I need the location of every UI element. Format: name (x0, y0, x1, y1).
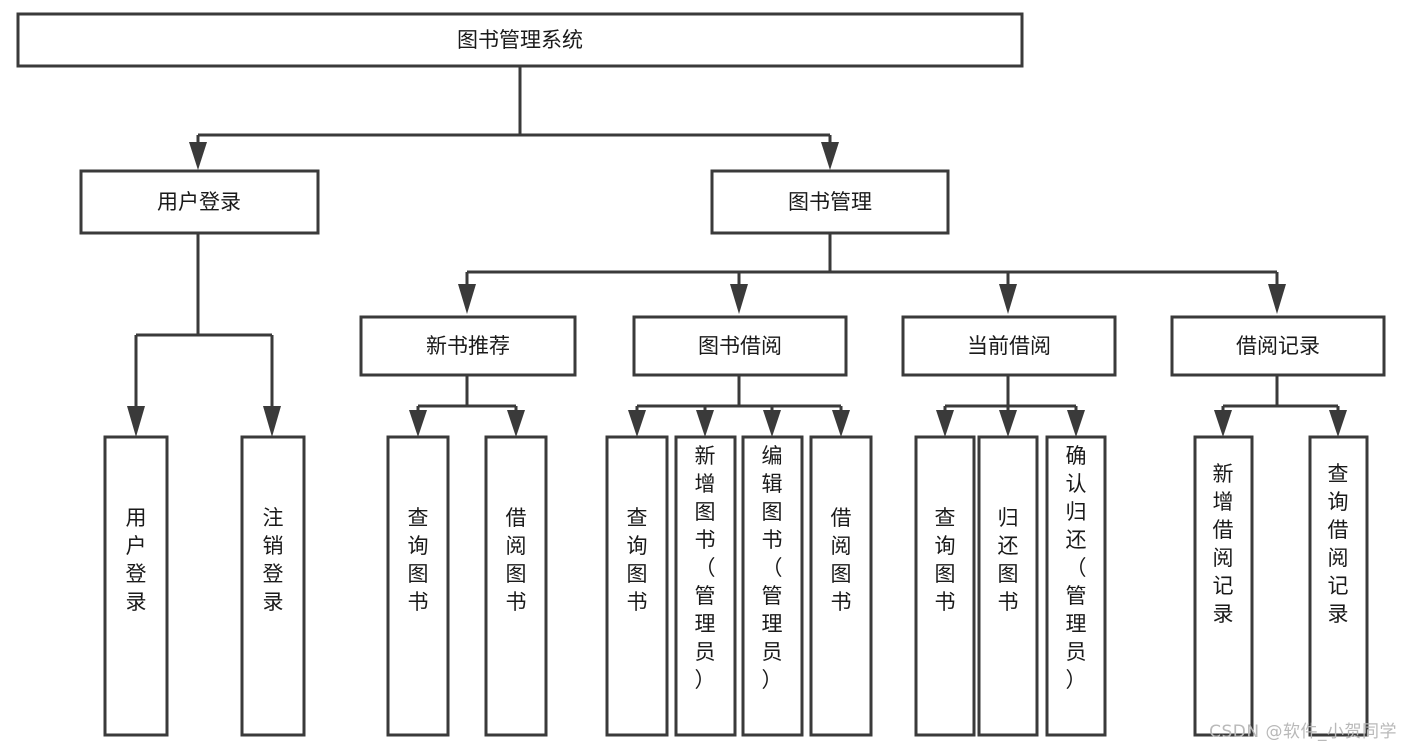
node-leaf-10[interactable]: 归还图书 (977, 435, 1039, 737)
node-leaf-3-label: 查询图书 (408, 506, 429, 614)
node-root-label: 图书管理系统 (457, 28, 583, 52)
node-root-box[interactable] (16, 12, 1024, 68)
node-leaf-12-box[interactable] (1193, 435, 1254, 737)
node-current[interactable]: 当前借阅 (901, 315, 1117, 377)
node-leaf-8-label: 借阅图书 (831, 506, 852, 614)
node-leaf-2-box[interactable] (240, 435, 306, 737)
connectors-layer (127, 67, 1347, 437)
node-leaf-6-box[interactable] (674, 435, 737, 737)
arrow-head-icon-leaf6 (696, 410, 714, 437)
node-leaf-5-label: 查询图书 (627, 506, 648, 614)
node-leaf-4-label: 借阅图书 (506, 506, 527, 614)
node-leaf-4[interactable]: 借阅图书 (484, 435, 548, 737)
node-leaf-13[interactable]: 查询借阅记录 (1308, 435, 1369, 737)
node-leaf-5-box[interactable] (605, 435, 669, 737)
node-leaf-5[interactable]: 查询图书 (605, 435, 669, 737)
node-record[interactable]: 借阅记录 (1170, 315, 1386, 377)
node-leaf-8[interactable]: 借阅图书 (809, 435, 873, 737)
node-leaf-10-label: 归还图书 (998, 506, 1019, 614)
node-leaf-13-label: 查询借阅记录 (1328, 462, 1349, 626)
node-borrow-box[interactable] (632, 315, 848, 377)
node-leaf-9-box[interactable] (914, 435, 976, 737)
node-root[interactable]: 图书管理系统 (16, 12, 1024, 68)
node-leaf-12-label: 新增借阅记录 (1213, 462, 1234, 626)
arrow-head-icon-record (1268, 284, 1286, 314)
node-leaf-2-label: 注销登录 (263, 506, 284, 614)
node-leaf-6-label: 新增图书（管理员） (695, 444, 716, 692)
node-leaf-12[interactable]: 新增借阅记录 (1193, 435, 1254, 737)
node-bookmgmt[interactable]: 图书管理 (710, 169, 950, 235)
node-leaf-13-box[interactable] (1308, 435, 1369, 737)
arrow-head-icon-current (999, 284, 1017, 314)
node-leaf-7[interactable]: 编辑图书（管理员） (741, 435, 804, 737)
node-current-box[interactable] (901, 315, 1117, 377)
node-leaf-3-box[interactable] (386, 435, 450, 737)
node-newbook-label: 新书推荐 (426, 334, 510, 358)
node-leaf-11-box[interactable] (1045, 435, 1107, 737)
arrow-head-icon-leaf12 (1214, 410, 1232, 437)
node-newbook[interactable]: 新书推荐 (359, 315, 577, 377)
node-leaf-9-label: 查询图书 (935, 506, 956, 614)
node-leaf-7-label: 编辑图书（管理员） (762, 444, 783, 692)
node-borrow-label: 图书借阅 (698, 334, 782, 358)
node-leaf-1-label: 用户登录 (126, 506, 147, 614)
node-leaf-9[interactable]: 查询图书 (914, 435, 976, 737)
node-newbook-box[interactable] (359, 315, 577, 377)
node-borrow[interactable]: 图书借阅 (632, 315, 848, 377)
node-leaf-11[interactable]: 确认归还（管理员） (1045, 435, 1107, 737)
node-leaf-1[interactable]: 用户登录 (103, 435, 169, 737)
arrow-head-icon-leaf13 (1329, 410, 1347, 437)
arrow-head-icon-leaf5 (628, 410, 646, 437)
node-login-box[interactable] (79, 169, 320, 235)
node-leaf-10-box[interactable] (977, 435, 1039, 737)
node-login-label: 用户登录 (157, 190, 241, 214)
arrow-head-icon-newbook (458, 284, 476, 314)
arrow-head-icon-bookmgmt (821, 142, 839, 170)
node-login[interactable]: 用户登录 (79, 169, 320, 235)
arrow-head-icon-leaf10 (999, 410, 1017, 437)
arrow-head-icon-borrow (730, 284, 748, 314)
node-leaf-4-box[interactable] (484, 435, 548, 737)
node-record-label: 借阅记录 (1236, 334, 1320, 358)
arrow-head-icon-leaf3 (409, 410, 427, 437)
arrow-head-icon-leaf4 (507, 410, 525, 437)
node-leaf-11-label: 确认归还（管理员） (1066, 444, 1087, 692)
arrow-head-icon-login (189, 142, 207, 170)
node-leaf-7-box[interactable] (741, 435, 804, 737)
node-current-label: 当前借阅 (967, 334, 1051, 358)
node-leaf-1-box[interactable] (103, 435, 169, 737)
node-bookmgmt-box[interactable] (710, 169, 950, 235)
arrow-head-icon-leaf8 (832, 410, 850, 437)
node-record-box[interactable] (1170, 315, 1386, 377)
node-bookmgmt-label: 图书管理 (788, 190, 872, 214)
node-leaf-6[interactable]: 新增图书（管理员） (674, 435, 737, 737)
arrow-head-icon-leaf1 (127, 406, 145, 437)
arrow-head-icon-leaf7 (763, 410, 781, 437)
arrow-head-icon-leaf2 (263, 406, 281, 437)
node-leaf-8-box[interactable] (809, 435, 873, 737)
arrow-head-icon-leaf9 (936, 410, 954, 437)
arrow-head-icon-leaf11 (1067, 410, 1085, 437)
node-leaf-2[interactable]: 注销登录 (240, 435, 306, 737)
node-leaf-3[interactable]: 查询图书 (386, 435, 450, 737)
